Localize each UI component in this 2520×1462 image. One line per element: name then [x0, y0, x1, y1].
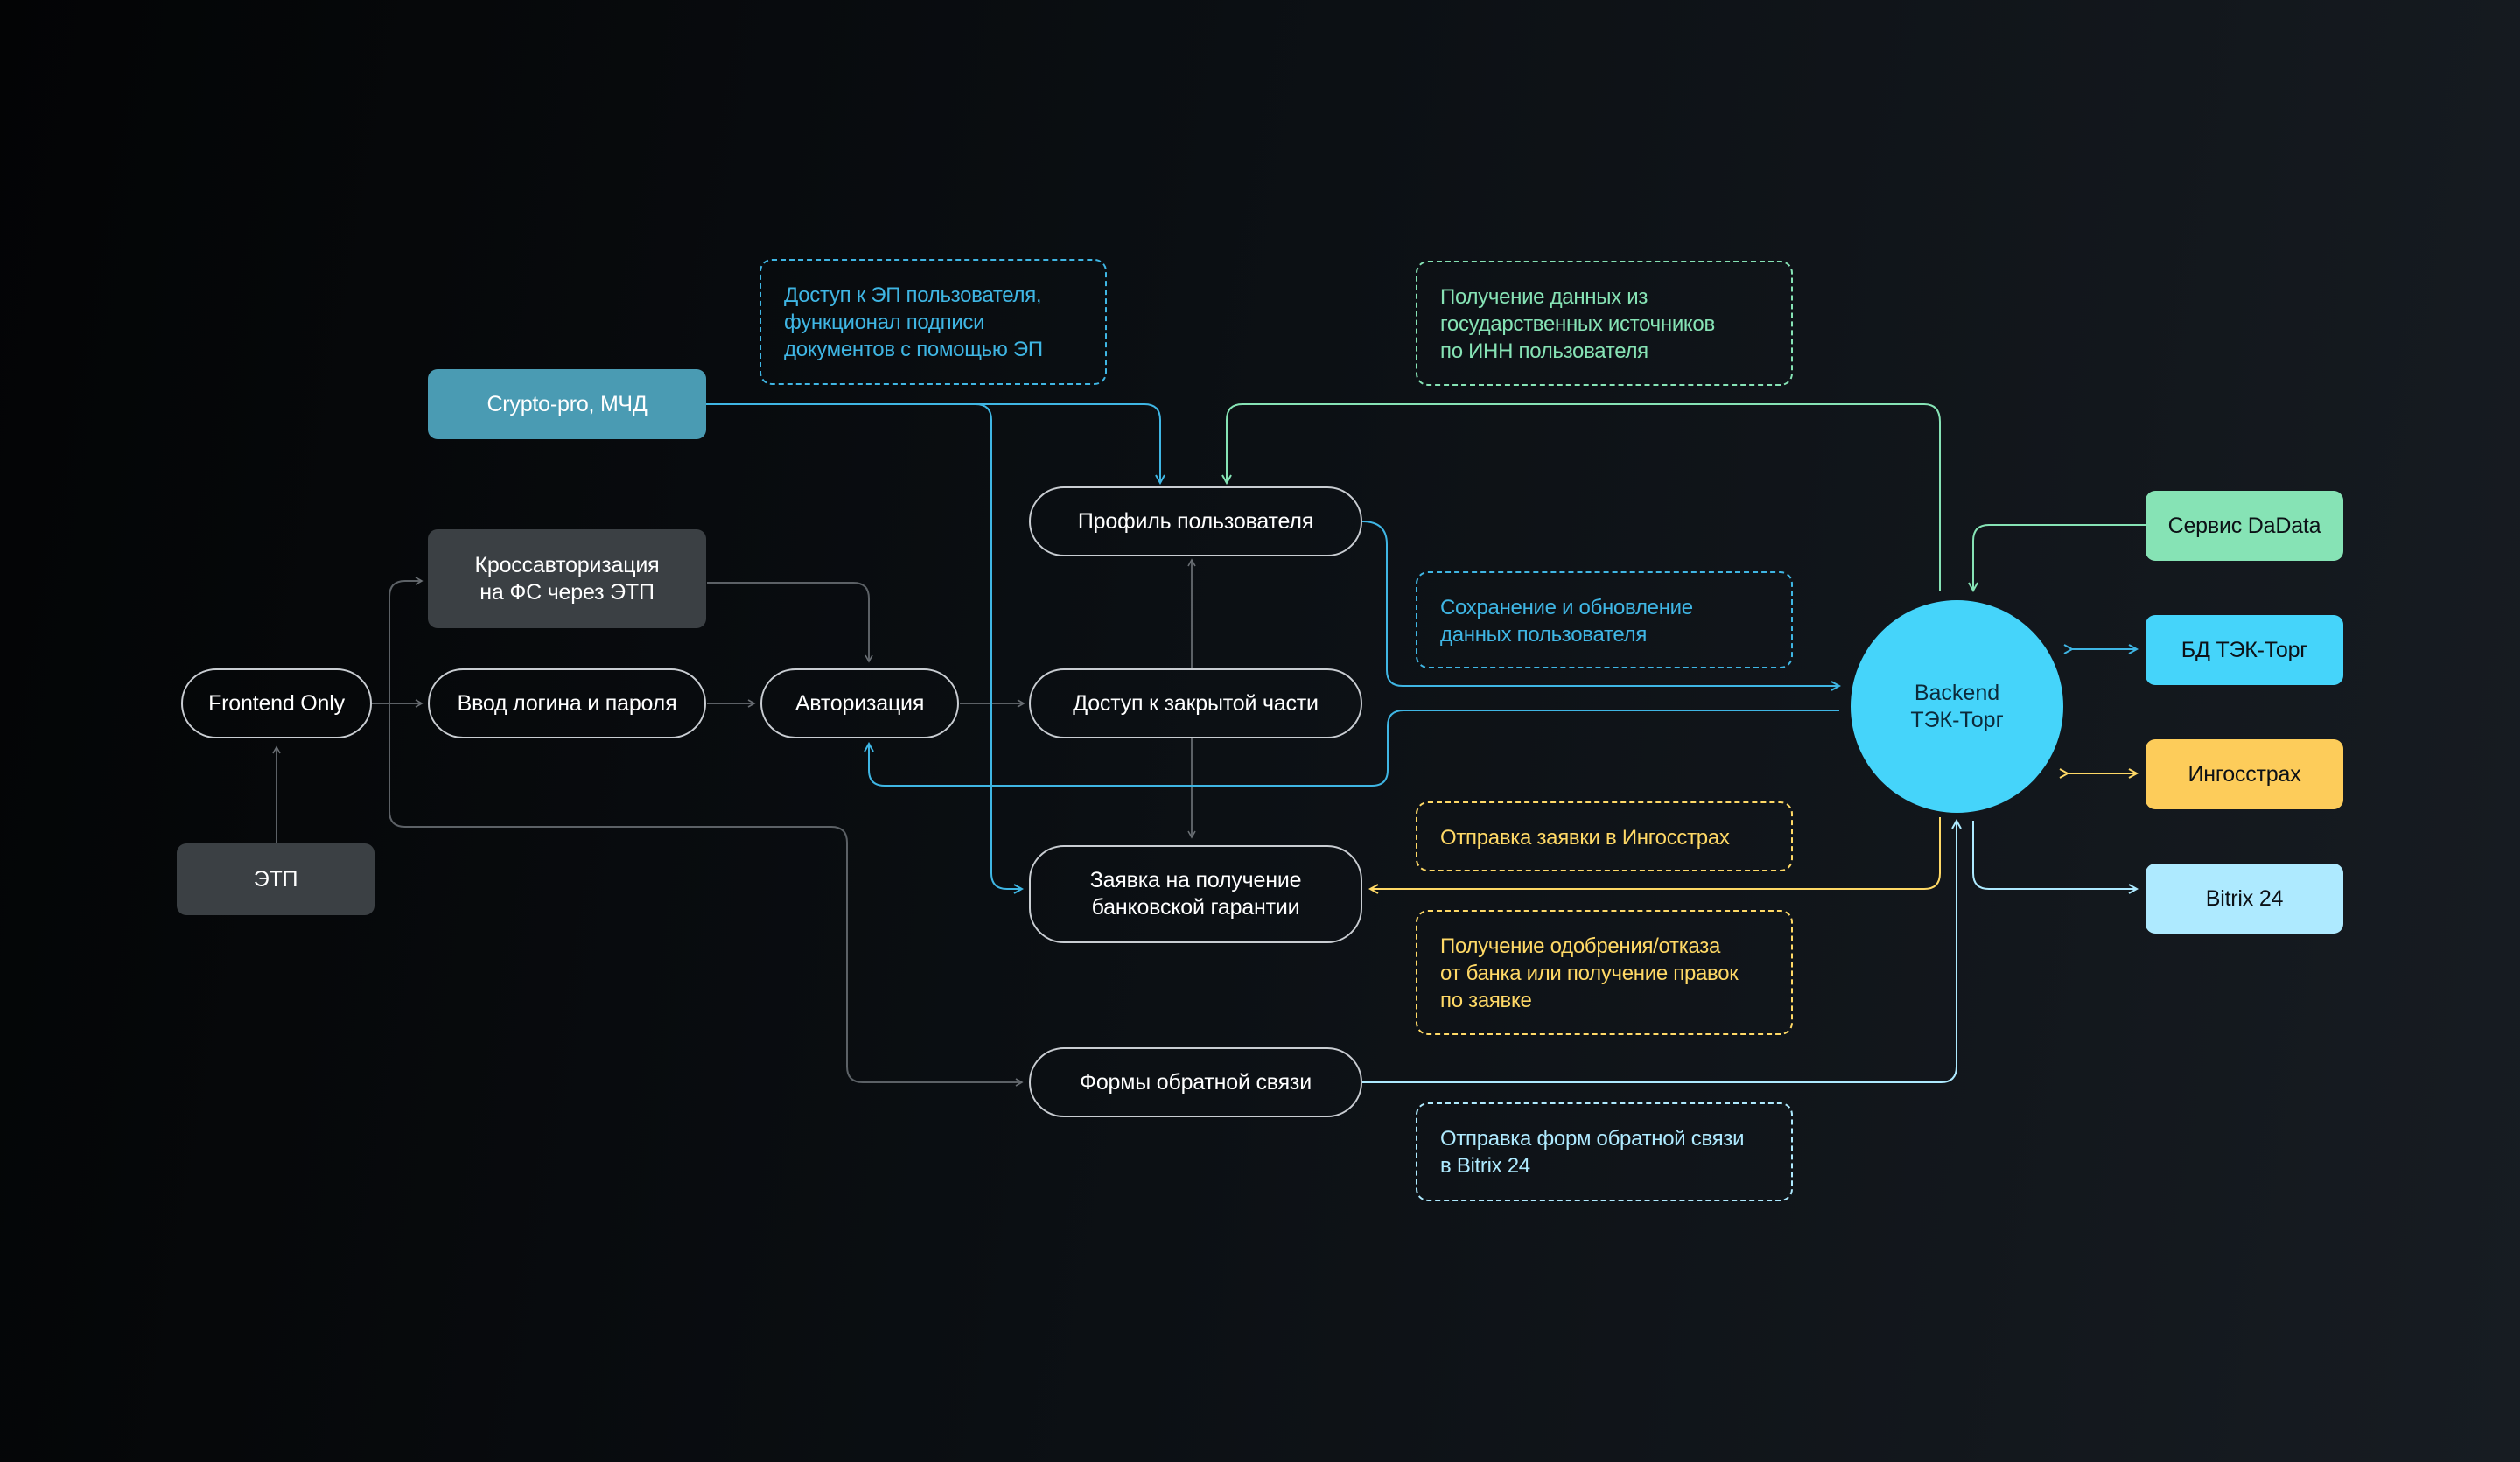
node-bank-guarantee: Заявка на получение банковской гарантии — [1029, 845, 1362, 943]
node-backend: Backend ТЭК-Торг — [1851, 600, 2063, 813]
node-crypto-pro: Crypto-pro, МЧД — [428, 369, 706, 439]
node-bitrix: Bitrix 24 — [2146, 864, 2343, 934]
note-bank-approval: Получение одобрения/отказа от банка или … — [1416, 910, 1793, 1035]
edge-frontend-crossauth — [388, 577, 424, 703]
edge-backend-bitrix — [1972, 821, 2137, 889]
node-ingosstrakh: Ингосстрах — [2146, 739, 2343, 809]
node-authorization: Авторизация — [760, 668, 959, 738]
edge-backend-auth — [869, 710, 1839, 787]
node-closed-access: Доступ к закрытой части — [1029, 668, 1362, 738]
node-db: БД ТЭК-Торг — [2146, 615, 2343, 685]
edge-crossauth-auth — [707, 582, 873, 663]
edge-dadata-backend — [1973, 524, 2146, 591]
edge-frontend-feedback — [388, 703, 1024, 1087]
note-gov-data: Получение данных из государственных исто… — [1416, 261, 1793, 386]
node-cross-authorization: Кроссавторизация на ФС через ЭТП — [428, 529, 706, 628]
note-save-data: Сохранение и обновление данных пользоват… — [1416, 571, 1793, 668]
node-etp: ЭТП — [177, 843, 374, 915]
node-user-profile: Профиль пользователя — [1029, 486, 1362, 556]
node-frontend-only: Frontend Only — [181, 668, 372, 738]
edge-gov-profile — [1227, 403, 1941, 591]
edge-crypto-profile — [706, 403, 1160, 483]
node-login-password: Ввод логина и пароля — [428, 668, 706, 738]
node-dadata: Сервис DaData — [2146, 491, 2343, 561]
note-send-ingos: Отправка заявки в Ингосстрах — [1416, 801, 1793, 871]
edge-feedback-backend — [1362, 821, 1956, 1083]
edge-profile-backend — [1362, 521, 1839, 686]
node-feedback-forms: Формы обратной связи — [1029, 1047, 1362, 1117]
note-ep-access: Доступ к ЭП пользователя, функционал под… — [760, 259, 1107, 385]
edge-backend-guarantee — [1370, 817, 1941, 889]
edge-crypto-guarantee — [975, 403, 1022, 889]
note-send-bitrix: Отправка форм обратной связи в Bitrix 24 — [1416, 1102, 1793, 1201]
